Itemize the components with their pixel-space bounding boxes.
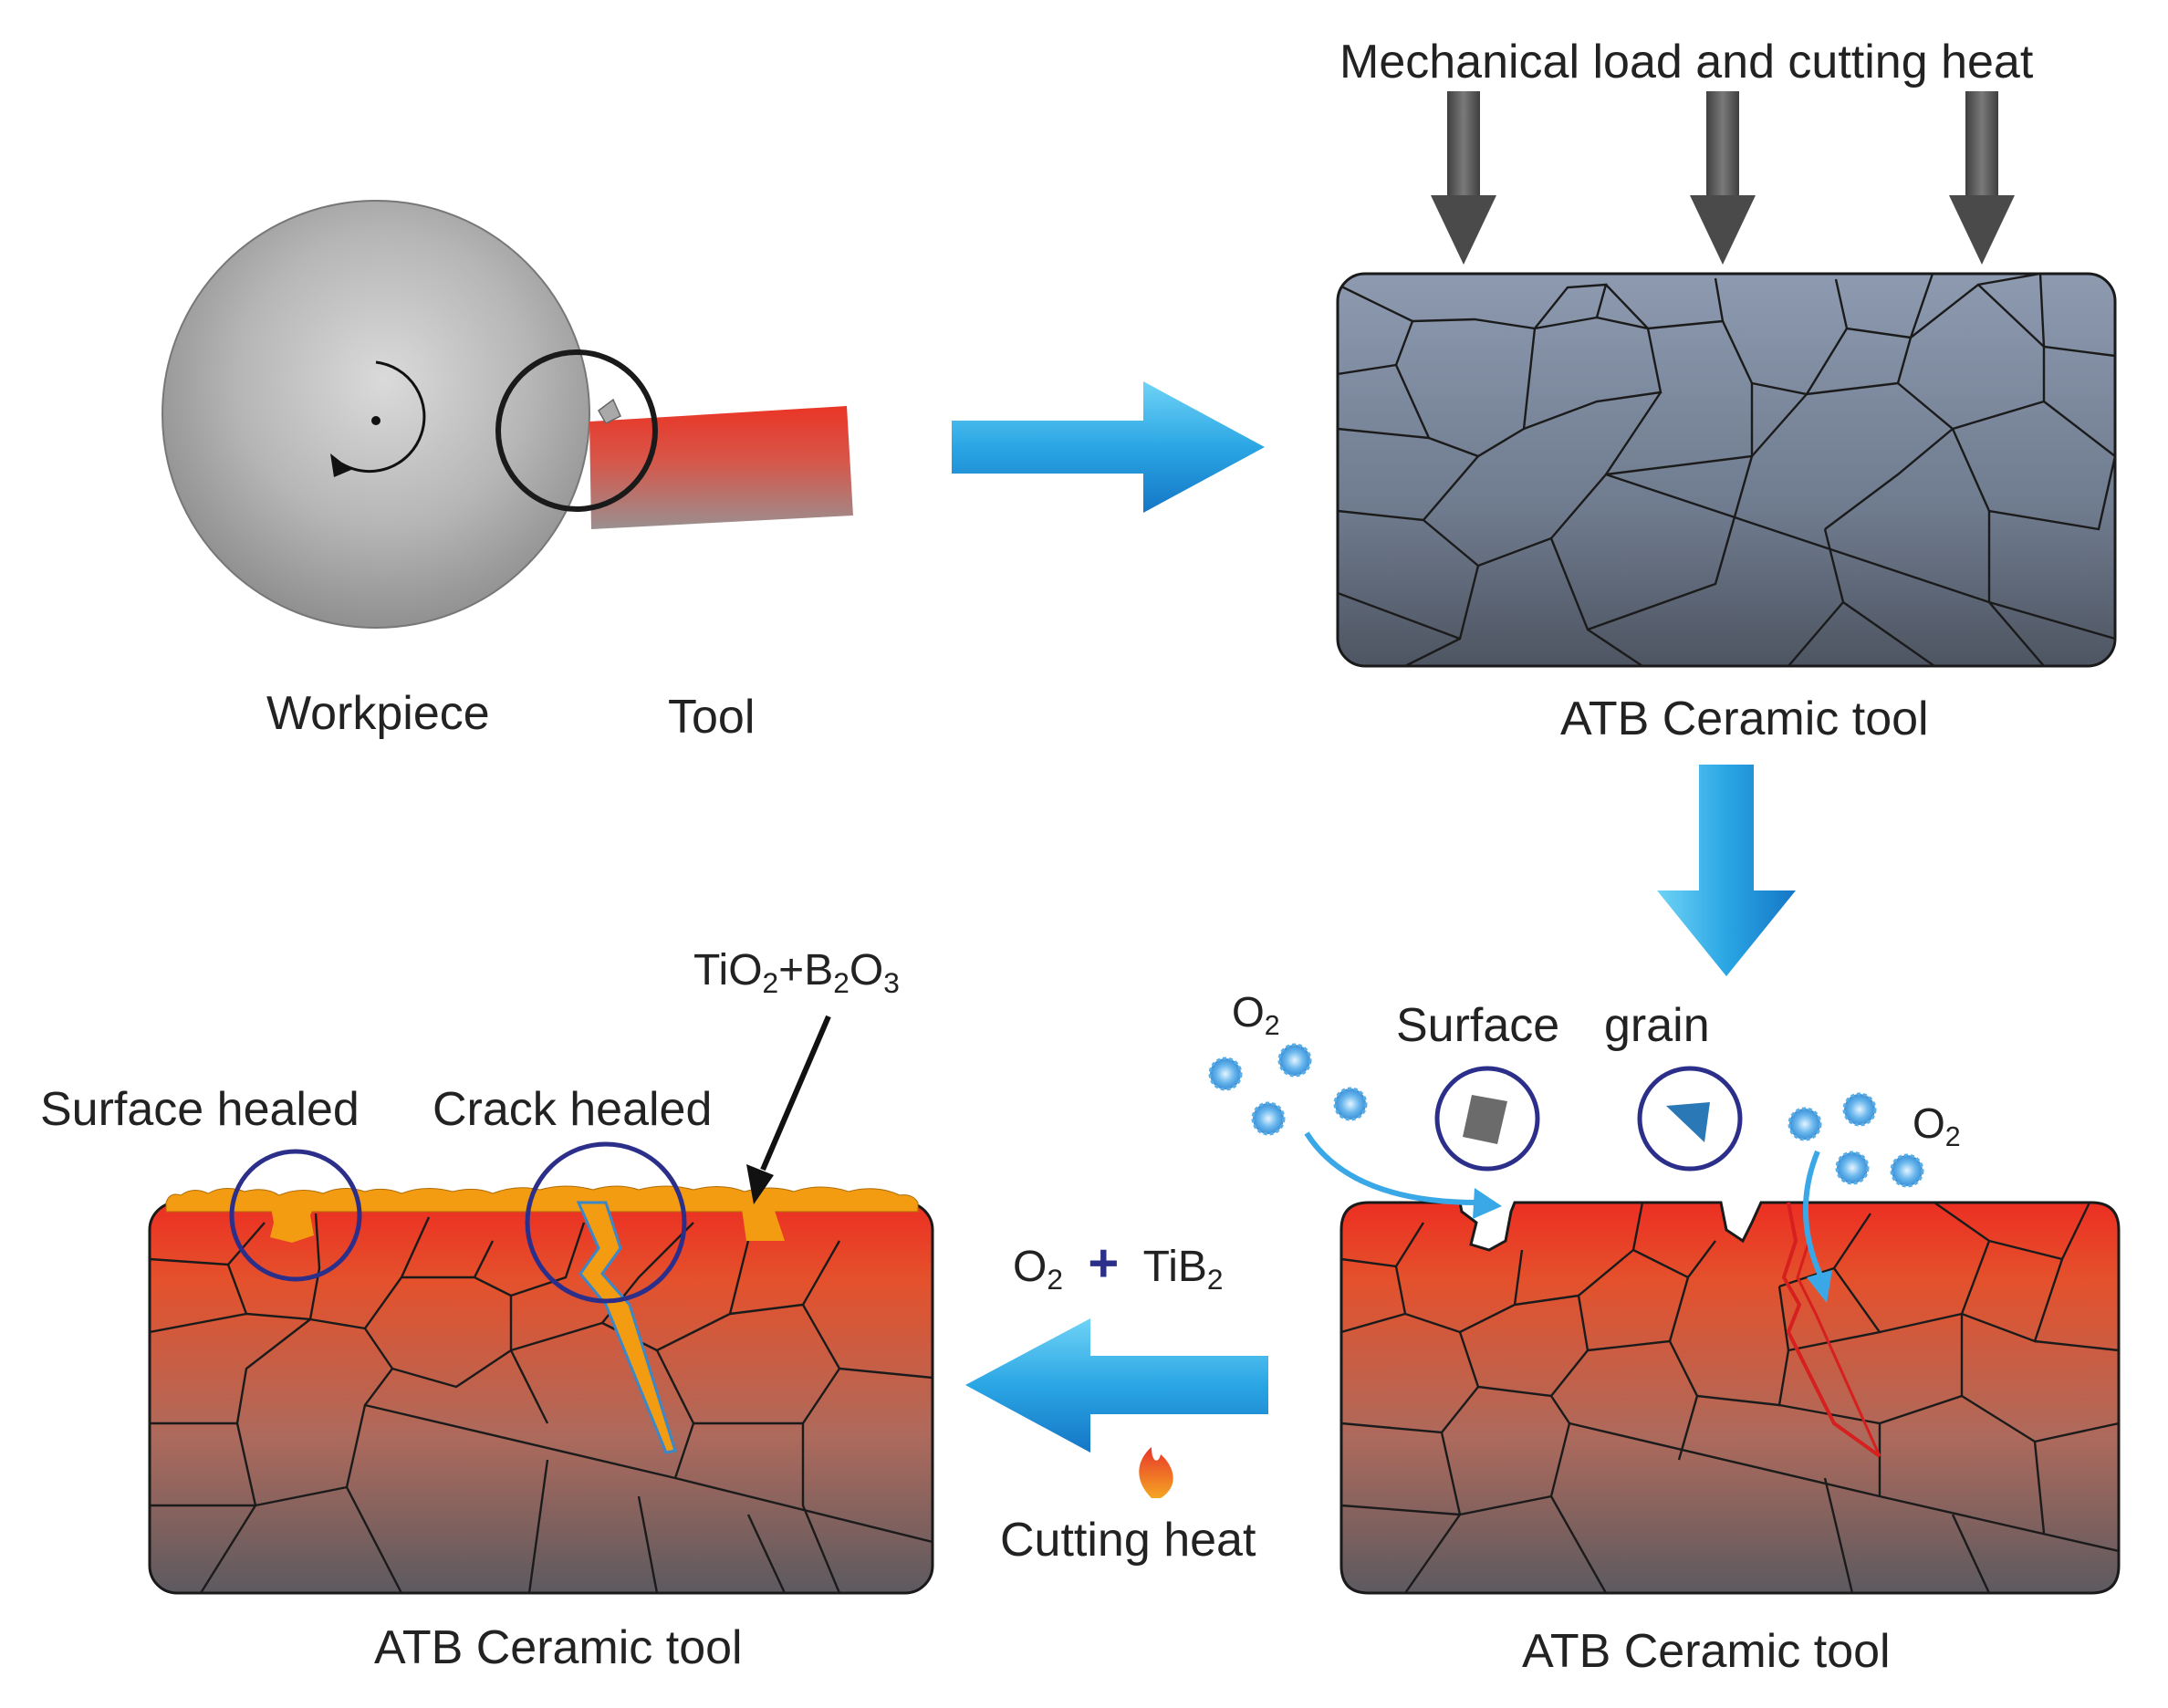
load-arrows (1431, 91, 2015, 265)
oxide-pointer-arrow (746, 1015, 831, 1204)
crack-healed-circle (525, 1141, 687, 1304)
ceramic-tool-label-bottom-right: ATB Ceramic tool (1522, 1625, 1891, 1678)
plus-sign: + (1088, 1234, 1120, 1293)
process-arrow-down (1657, 765, 1796, 976)
grain-boundaries-bottom-right (1341, 1203, 2119, 1593)
surface-heal-pocket (270, 1203, 316, 1243)
flame-icon (1139, 1447, 1173, 1498)
surface-healed-circle (229, 1149, 362, 1282)
oxygen-particles-left (1208, 1043, 1368, 1136)
crack-healed-label: Crack healed (433, 1083, 713, 1136)
crack-healed-fill (576, 1201, 677, 1454)
grain-label: grain (1604, 999, 1710, 1052)
grain-boundaries-bottom-left (150, 1213, 933, 1593)
load-label: Mechanical load and cutting heat (1339, 36, 2034, 89)
load-arrow-3 (1949, 91, 2015, 265)
cutting-heat-label: Cutting heat (1000, 1514, 1256, 1567)
surface-healed-label: Surface healed (40, 1083, 360, 1136)
ceramic-tool-healed (148, 1185, 934, 1595)
grain-boundaries-top-right (1338, 274, 2115, 666)
o2-label-left: O2 (1232, 988, 1280, 1041)
workpiece-label: Workpiece (266, 687, 490, 740)
surface-zoom-circle (1434, 1066, 1540, 1172)
surface-label: Surface (1396, 999, 1560, 1052)
cutting-tool-bar (589, 406, 853, 529)
o2-label-right: O2 (1913, 1099, 1961, 1152)
ceramic-tool-label-top: ATB Ceramic tool (1560, 693, 1929, 745)
chip-icon (598, 398, 621, 424)
oxygen-particles-right (1788, 1092, 1924, 1188)
crack-line (1781, 1202, 1881, 1458)
tool-label: Tool (668, 691, 756, 744)
rotation-arrow-icon (340, 360, 426, 474)
process-arrow-right (952, 381, 1265, 513)
load-arrow-2 (1690, 91, 1756, 265)
oxide-formula-label: TiO2+B2O3 (693, 946, 900, 999)
ceramic-tool-cold (1336, 272, 2117, 668)
workpiece-and-tool-panel (162, 200, 853, 629)
load-arrow-1 (1431, 91, 1496, 265)
oxide-wedge (741, 1203, 785, 1241)
ceramic-tool-label-bottom-left: ATB Ceramic tool (374, 1621, 743, 1674)
oxygen-flow-arrow-right (1802, 1150, 1832, 1303)
rotation-center-dot (371, 416, 380, 425)
oxygen-flow-arrow-left (1304, 1131, 1502, 1219)
cutting-zone-circle (495, 349, 658, 512)
workpiece-disk (162, 200, 590, 629)
reaction-label: O2 + TiB2 (1013, 1234, 1224, 1296)
grain-zoom-circle (1637, 1066, 1743, 1172)
rotation-arrowhead (330, 453, 351, 477)
ceramic-tool-oxidizing (1339, 1201, 2121, 1595)
process-arrow-left (965, 1318, 1268, 1453)
